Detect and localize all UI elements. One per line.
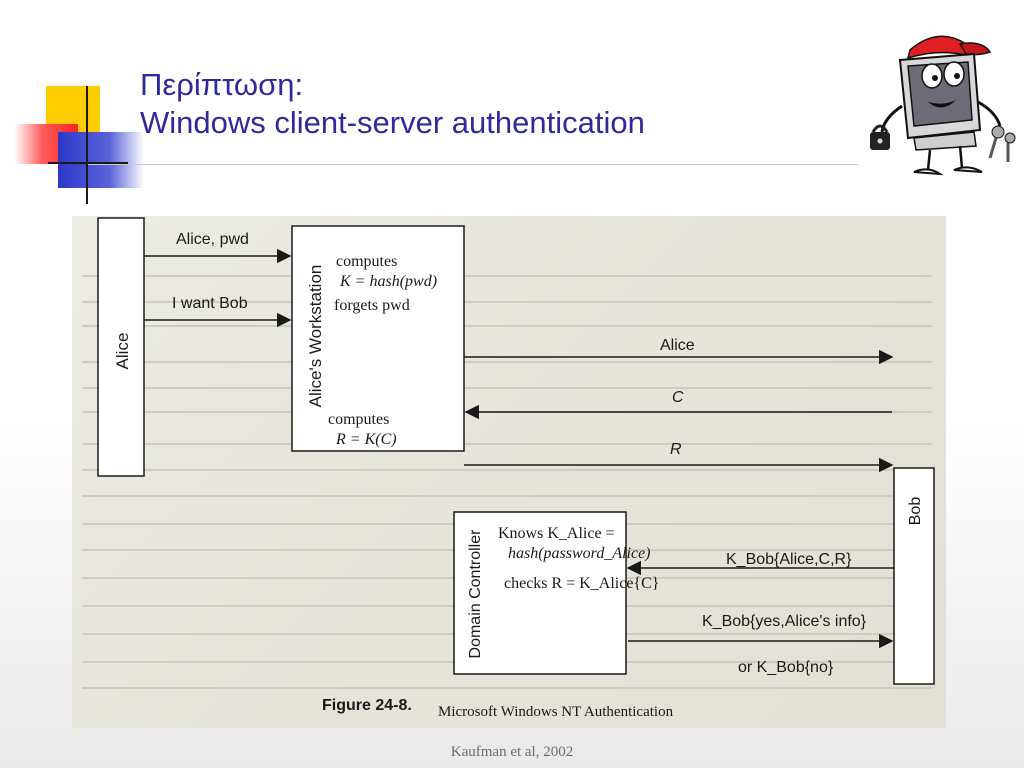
dc-box [453,511,627,675]
ws-note-r-formula: R = K(C) [335,431,397,448]
bob-box [893,467,935,685]
msg-kbob-alice-c-r: K_Bob{Alice,C,R} [726,551,852,568]
dc-note-checks: checks R = K_Alice{C} [504,575,659,592]
msg-alice: Alice [660,337,695,354]
msg-kbob-no: or K_Bob{no} [738,659,834,676]
ws-note-computes: computes [336,253,397,270]
figure-scan: Alice Alice's Workstation computes K = h… [72,216,946,728]
auth-sequence-diagram: Alice Alice's Workstation computes K = h… [82,217,935,720]
msg-c: C [672,389,684,406]
workstation-label: Alice's Workstation [306,265,325,408]
figure-label: Figure 24-8. [322,697,412,714]
workstation-box [291,225,465,452]
slide-title: Περίπτωση: Windows client-server authent… [140,66,645,142]
decor-blue-square [58,132,144,188]
title-separator [88,164,858,165]
msg-kbob-yes: K_Bob{yes,Alice's info} [702,613,867,630]
msg-alice-pwd: Alice, pwd [176,231,249,248]
computer-mascot-icon [870,35,1016,176]
slide-title-line2: Windows client-server authentication [140,105,645,140]
decor-horizontal-line [48,162,128,164]
slide-title-line1: Περίπτωση: [140,67,304,102]
alice-box [97,217,145,477]
ws-note-forgets: forgets pwd [334,297,410,314]
msg-want-bob: I want Bob [172,295,248,312]
msg-r: R [670,441,682,458]
figure-caption: Microsoft Windows NT Authentication [438,704,674,720]
decor-vertical-line [86,86,88,204]
dc-note-hash: hash(password_Alice) [508,545,651,562]
ws-note-k-hash: K = hash(pwd) [339,273,437,290]
bob-label: Bob [907,497,924,526]
source-credit: Kaufman et al, 2002 [450,744,574,760]
dc-note-knows: Knows K_Alice = [498,525,615,542]
dc-label: Domain Controller [467,529,484,659]
ws-note-computes2: computes [328,411,389,428]
alice-label: Alice [113,333,132,370]
computer-mascot-clipart [862,22,1020,184]
